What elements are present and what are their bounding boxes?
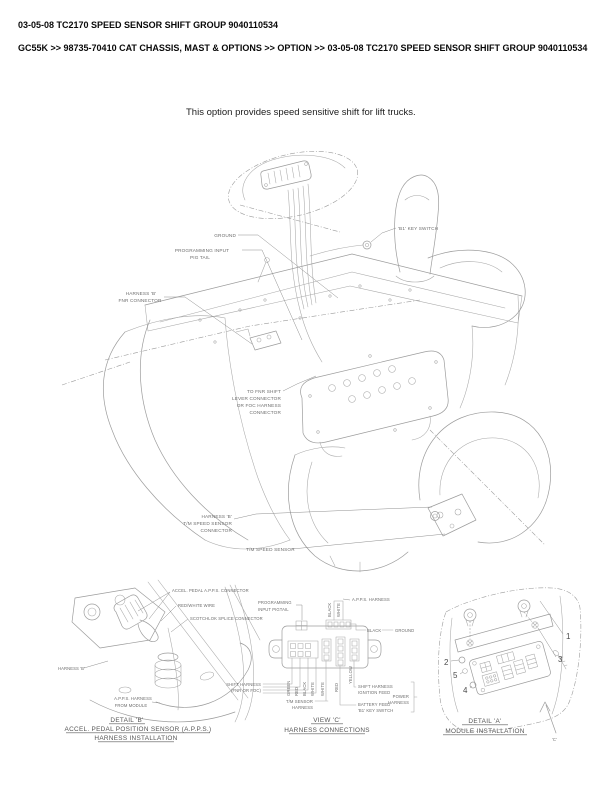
label-programming-input: PROGRAMMING INPUT bbox=[175, 248, 229, 253]
label-to-fnr-3: OR FOC HARNESS bbox=[237, 403, 281, 408]
label-apps-harness-1: A.P.P.S. HARNESS bbox=[114, 696, 152, 701]
label-tm-sensor: T/M SPEED SENSOR bbox=[246, 547, 295, 552]
label-pig-tail: PIG TAIL bbox=[190, 255, 210, 260]
label-vc-ground: GROUND bbox=[395, 628, 414, 633]
label-wire-black: BLACK bbox=[302, 682, 307, 696]
detail-a-art bbox=[438, 587, 582, 734]
label-shift-harness-1: SHIFT HARNESS bbox=[226, 682, 261, 687]
label-key-switch: 'B1' KEY SWITCH bbox=[398, 226, 438, 231]
label-wire-white: WHITE bbox=[310, 682, 315, 696]
label-tm-sensor-harness-1: T/M SENSOR bbox=[286, 699, 313, 704]
detail-b-title: DETAIL 'B' bbox=[110, 717, 143, 724]
label-view-ref-c: 'C' bbox=[552, 737, 557, 742]
label-to-fnr-2: LEVER CONNECTOR bbox=[232, 396, 282, 401]
label-wire-green: GREEN bbox=[286, 681, 291, 696]
main-diagram-leaders bbox=[164, 227, 446, 550]
detail-b-subtitle-1: ACCEL. PEDAL POSITION SENSOR (A.P.P.S.) bbox=[65, 726, 212, 733]
label-wire-red: RED bbox=[294, 687, 299, 696]
label-harness-b: HARNESS 'B' bbox=[126, 291, 157, 296]
detail-b-art bbox=[71, 579, 261, 723]
label-tm-conn-2: T/M SPEED SENSOR bbox=[183, 521, 232, 526]
label-tm-sensor-harness-2: HARNESS bbox=[292, 705, 313, 710]
view-c-art bbox=[262, 598, 418, 713]
label-tm-conn-1: HARNESS 'B' bbox=[201, 514, 232, 519]
callout-3: 3 bbox=[558, 655, 563, 664]
label-wire-yellow: YELLOW bbox=[348, 666, 353, 684]
label-shift-harness-2: (FNR OR FOC) bbox=[231, 688, 262, 693]
view-c-labels: PROGRAMMING INPUT PIGTAIL A.P.P.S. HARNE… bbox=[226, 597, 414, 735]
valve-body-solenoids bbox=[308, 354, 438, 434]
label-vc-apps-harness: A.P.P.S. HARNESS bbox=[352, 597, 390, 602]
main-truck-art bbox=[61, 151, 552, 573]
label-fnr-connector: FNR CONNECTOR bbox=[118, 298, 161, 303]
label-wire-red-2: RED bbox=[334, 683, 339, 692]
label-splice-connector: SCOTCHLOK SPLICE CONNECTOR bbox=[190, 616, 263, 621]
option-caption: This option provides speed sensitive shi… bbox=[186, 107, 416, 118]
view-c-subtitle: HARNESS CONNECTIONS bbox=[284, 727, 370, 734]
label-ignition-1: SHIFT HARNESS bbox=[358, 684, 393, 689]
label-battery-1: BATTERY FEED bbox=[358, 702, 390, 707]
label-ground: GROUND bbox=[214, 233, 236, 238]
label-to-fnr-4: CONNECTOR bbox=[250, 410, 282, 415]
label-harness-b-detail: HARNESS 'B' bbox=[58, 666, 85, 671]
callout-1: 1 bbox=[566, 632, 571, 641]
label-power-1: POWER bbox=[393, 694, 409, 699]
view-c-title: VIEW 'C' bbox=[313, 717, 341, 724]
callout-4: 4 bbox=[463, 686, 468, 695]
detail-a-labels: 1 2 3 4 5 DETAIL 'A' MODULE INSTALLATION… bbox=[443, 632, 571, 742]
label-apps-harness-2: FROM MODULE bbox=[115, 703, 148, 708]
label-wire-black-top: BLACK bbox=[327, 603, 332, 617]
detail-b-subtitle-2: HARNESS INSTALLATION bbox=[94, 735, 177, 742]
label-battery-2: 'B1' KEY SWITCH bbox=[358, 708, 393, 713]
label-red-white-wire: RED/WHITE WIRE bbox=[178, 603, 215, 608]
breadcrumb: GC55K >> 98735-70410 CAT CHASSIS, MAST &… bbox=[18, 43, 588, 53]
label-ignition-2: IGNITION FEED bbox=[358, 690, 390, 695]
page-title: 03-05-08 TC2170 SPEED SENSOR SHIFT GROUP… bbox=[18, 20, 278, 30]
label-to-fnr-1: TO FNR SHIFT bbox=[247, 389, 281, 394]
detail-a-subtitle: MODULE INSTALLATION bbox=[445, 728, 524, 735]
callout-2: 2 bbox=[444, 658, 449, 667]
label-vc-programming-2: INPUT PIGTAIL bbox=[258, 607, 289, 612]
label-apps-connector: ACCEL. PEDAL A.P.P.S. CONNECTOR bbox=[172, 588, 249, 593]
label-vc-black: BLACK bbox=[367, 628, 381, 633]
callout-5: 5 bbox=[453, 671, 458, 680]
label-wire-white-2: WHITE bbox=[320, 682, 325, 696]
label-power-2: HARNESS bbox=[388, 700, 409, 705]
main-diagram-labels: GROUND PROGRAMMING INPUT PIG TAIL HARNES… bbox=[118, 226, 438, 552]
detail-b-labels: ACCEL. PEDAL A.P.P.S. CONNECTOR RED/WHIT… bbox=[58, 588, 263, 743]
label-tm-conn-3: CONNECTOR bbox=[201, 528, 233, 533]
label-vc-programming-1: PROGRAMMING bbox=[258, 600, 292, 605]
detail-a-title: DETAIL 'A' bbox=[468, 718, 501, 725]
label-wire-white-top: WHITE bbox=[336, 603, 341, 617]
